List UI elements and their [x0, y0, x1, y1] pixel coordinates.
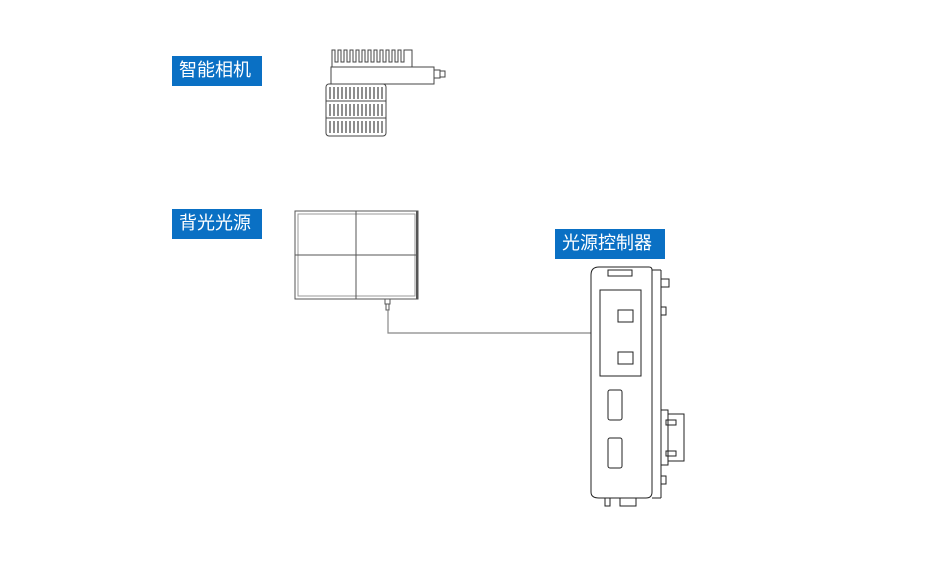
backlight-label: 背光光源 — [172, 209, 262, 239]
light-controller-icon — [590, 266, 685, 507]
cable-line — [387, 310, 621, 334]
smart-camera-icon — [325, 49, 446, 137]
controller-label: 光源控制器 — [555, 229, 665, 259]
camera-label: 智能相机 — [172, 56, 262, 86]
backlight-panel-icon — [294, 210, 419, 311]
